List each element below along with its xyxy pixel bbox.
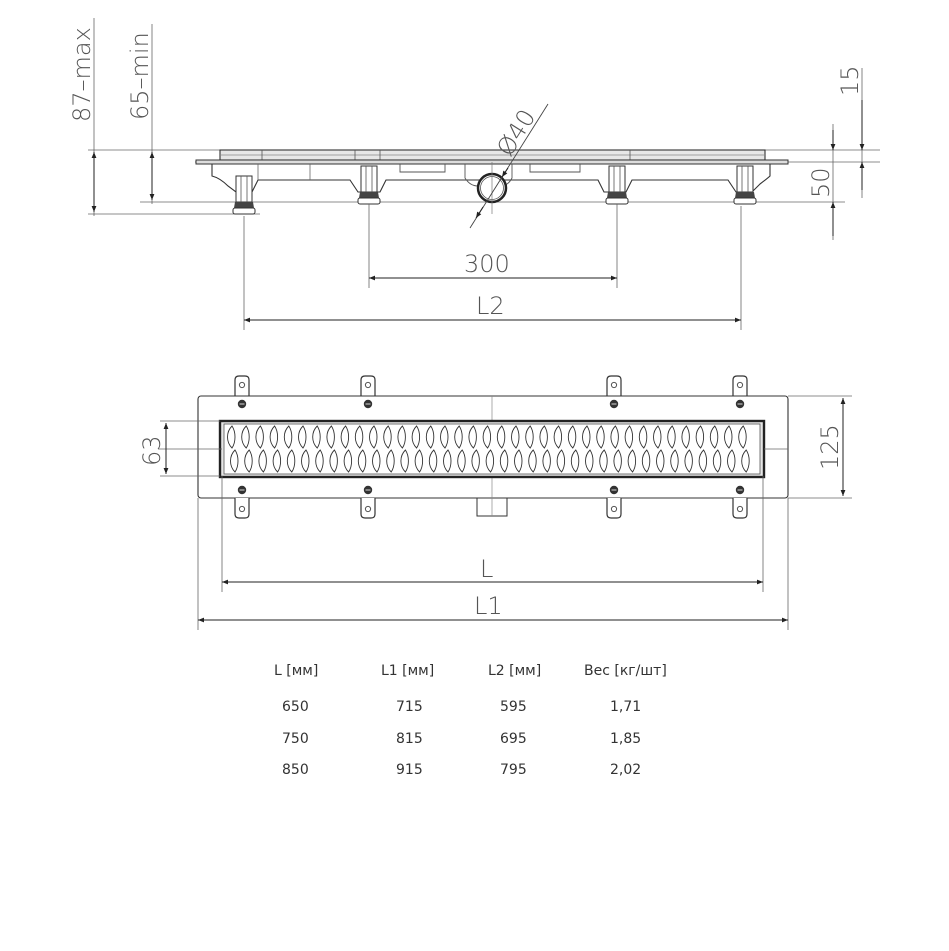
table-header-l: L [мм] [274, 663, 319, 679]
table-header-weight: Вес [кг/шт] [584, 663, 667, 679]
length-l1-label: L1 [474, 592, 503, 620]
leg-spacing-label: 300 [464, 250, 510, 278]
table-header-l2: L2 [мм] [488, 663, 542, 679]
length-l2-label: L2 [476, 292, 505, 320]
table-cell: 750 [282, 731, 309, 747]
height-min-label: 65–min [126, 32, 154, 120]
table-cell: 1,85 [610, 731, 642, 747]
height-max-label: 87–max [68, 27, 96, 122]
table-cell: 795 [500, 762, 527, 778]
table-header-l1: L1 [мм] [381, 663, 435, 679]
table-cell: 715 [396, 699, 423, 715]
side-view: Ø40 87–max 65–min 15 50 300 L2 [68, 18, 880, 330]
table-cell: 815 [396, 731, 423, 747]
table-cell: 695 [500, 731, 527, 747]
grate-width-label: 63 [138, 435, 166, 466]
grate-height-label: 15 [836, 65, 864, 96]
table-cell: 1,71 [610, 699, 642, 715]
top-view: 63 125 L L1 [138, 375, 852, 630]
table-cell: 915 [396, 762, 423, 778]
table-cell: 2,02 [610, 762, 642, 778]
table-cell: 850 [282, 762, 309, 778]
table-cell: 650 [282, 699, 309, 715]
body-width-label: 125 [816, 424, 844, 470]
table-cell: 595 [500, 699, 527, 715]
body-height-label: 50 [807, 167, 835, 198]
length-l-label: L [480, 555, 493, 583]
